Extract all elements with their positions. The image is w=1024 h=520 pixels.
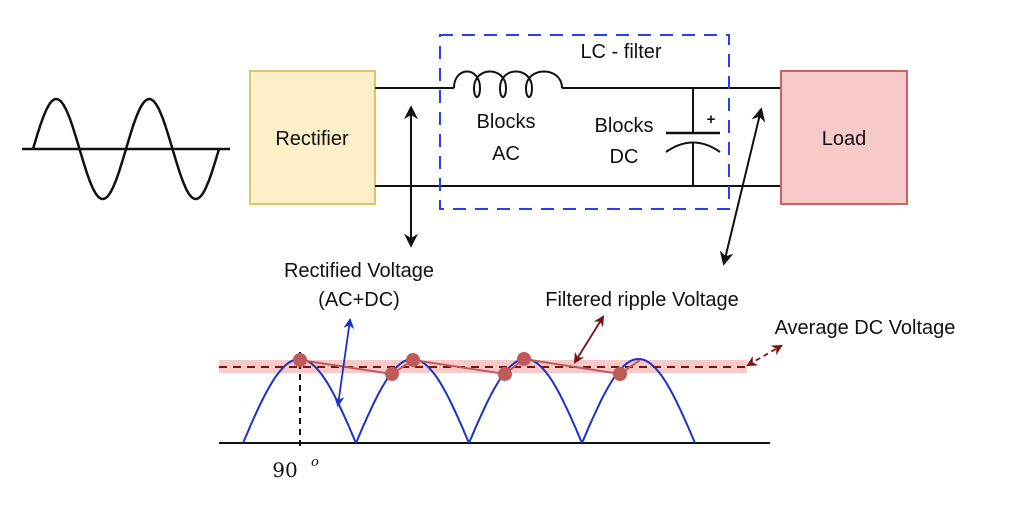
- ripple-point: [517, 352, 531, 366]
- load-block: [780, 70, 908, 205]
- ripple-pointer: [573, 315, 605, 364]
- rectified-voltage-pointer: [333, 317, 355, 408]
- angle-label-degree: o: [311, 455, 319, 470]
- rectified-voltage-label-line2: (AC+DC): [318, 289, 400, 311]
- ripple-point: [613, 367, 627, 381]
- angle-label: 90: [272, 458, 297, 482]
- capacitor-label-line1: Blocks: [595, 115, 654, 137]
- inductor-label-line2: AC: [492, 143, 520, 165]
- rectified-voltage-label-line1: Rectified Voltage: [284, 260, 434, 282]
- ripple-point: [498, 367, 512, 381]
- capacitor-label-line2: DC: [610, 146, 639, 168]
- filtered-ripple-label: Filtered ripple Voltage: [545, 289, 738, 311]
- rectified-hump: [581, 357, 696, 444]
- filtered-voltage-arrow: [719, 107, 766, 266]
- rectifier-block: [249, 70, 376, 205]
- ac-input-waveform: [22, 97, 230, 201]
- average-dc-pointer: [746, 344, 783, 367]
- lc-filter-label: LC - filter: [580, 41, 661, 63]
- ripple-point: [406, 353, 420, 367]
- inductor-label-line1: Blocks: [477, 111, 536, 133]
- ripple-point: [385, 367, 399, 381]
- capacitor-icon: [665, 88, 721, 186]
- capacitor-polarity: +: [707, 111, 716, 128]
- circuit-wires: [375, 87, 780, 187]
- ripple-waveform: [293, 352, 641, 381]
- input-sine-wave: [31, 97, 221, 201]
- average-dc-label: Average DC Voltage: [775, 317, 956, 339]
- load-label: Load: [822, 128, 867, 150]
- rectifier-label: Rectifier: [275, 128, 349, 150]
- ripple-point: [293, 353, 307, 367]
- inductor-icon: [453, 70, 563, 98]
